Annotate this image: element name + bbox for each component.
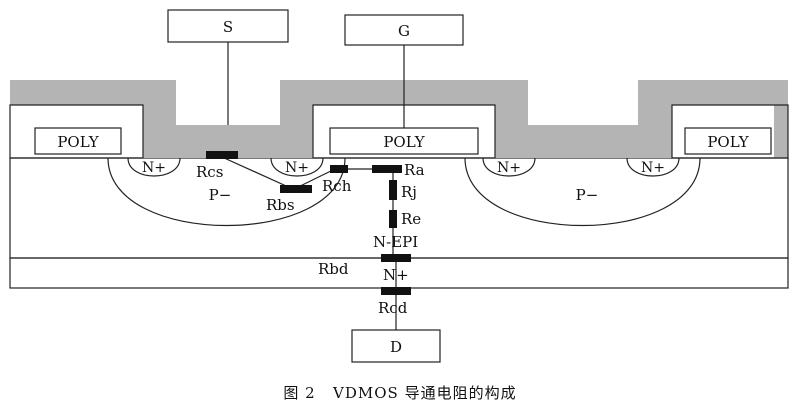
ra-block	[372, 165, 402, 173]
ra-label: Ra	[404, 161, 425, 179]
rbd-label: Rbd	[318, 260, 349, 278]
rcd-label: Rcd	[378, 299, 408, 317]
rbs-block	[280, 185, 312, 193]
rj-block	[389, 180, 397, 200]
rbd-block	[381, 254, 411, 262]
n-plus-well-1	[127, 157, 181, 177]
re-label: Re	[401, 210, 421, 228]
gate-label: G	[398, 22, 410, 40]
p-well-right	[464, 157, 701, 226]
n-plus-label-2: N+	[285, 160, 309, 176]
n-plus-well-4	[626, 157, 680, 177]
n-epi-label: N-EPI	[373, 233, 418, 251]
n-plus-label-3: N+	[497, 160, 521, 176]
n-plus-well-2	[270, 157, 324, 177]
oxide-right	[671, 104, 789, 159]
rcs-block	[206, 151, 238, 159]
poly-center-label: POLY	[383, 133, 425, 151]
poly-left-label: POLY	[57, 133, 99, 151]
rcs-label: Rcs	[196, 163, 223, 181]
oxide-left	[9, 104, 144, 159]
source-label: S	[223, 18, 233, 36]
rj-label: Rj	[401, 183, 417, 201]
n-plus-label-4: N+	[641, 160, 665, 176]
poly-right-label: POLY	[707, 133, 749, 151]
rcd-block	[381, 287, 411, 295]
rch-label: Rch	[322, 177, 352, 195]
rbs-label: Rbs	[266, 196, 295, 214]
n-plus-well-3	[482, 157, 536, 177]
rch-block	[330, 165, 348, 173]
drain-label: D	[390, 338, 402, 356]
oxide-center	[312, 104, 496, 159]
metal-layer	[10, 80, 788, 158]
n-plus-substrate-label: N+	[383, 266, 409, 284]
n-plus-label-1: N+	[142, 160, 166, 176]
poly-left	[34, 127, 122, 155]
p-minus-label-right: P−	[576, 186, 599, 204]
poly-right	[684, 127, 772, 155]
p-well-left	[107, 157, 346, 226]
p-minus-label-left: P−	[209, 186, 232, 204]
figure-caption: 图 2 VDMOS 导通电阻的构成	[283, 384, 516, 402]
re-block	[389, 210, 397, 228]
